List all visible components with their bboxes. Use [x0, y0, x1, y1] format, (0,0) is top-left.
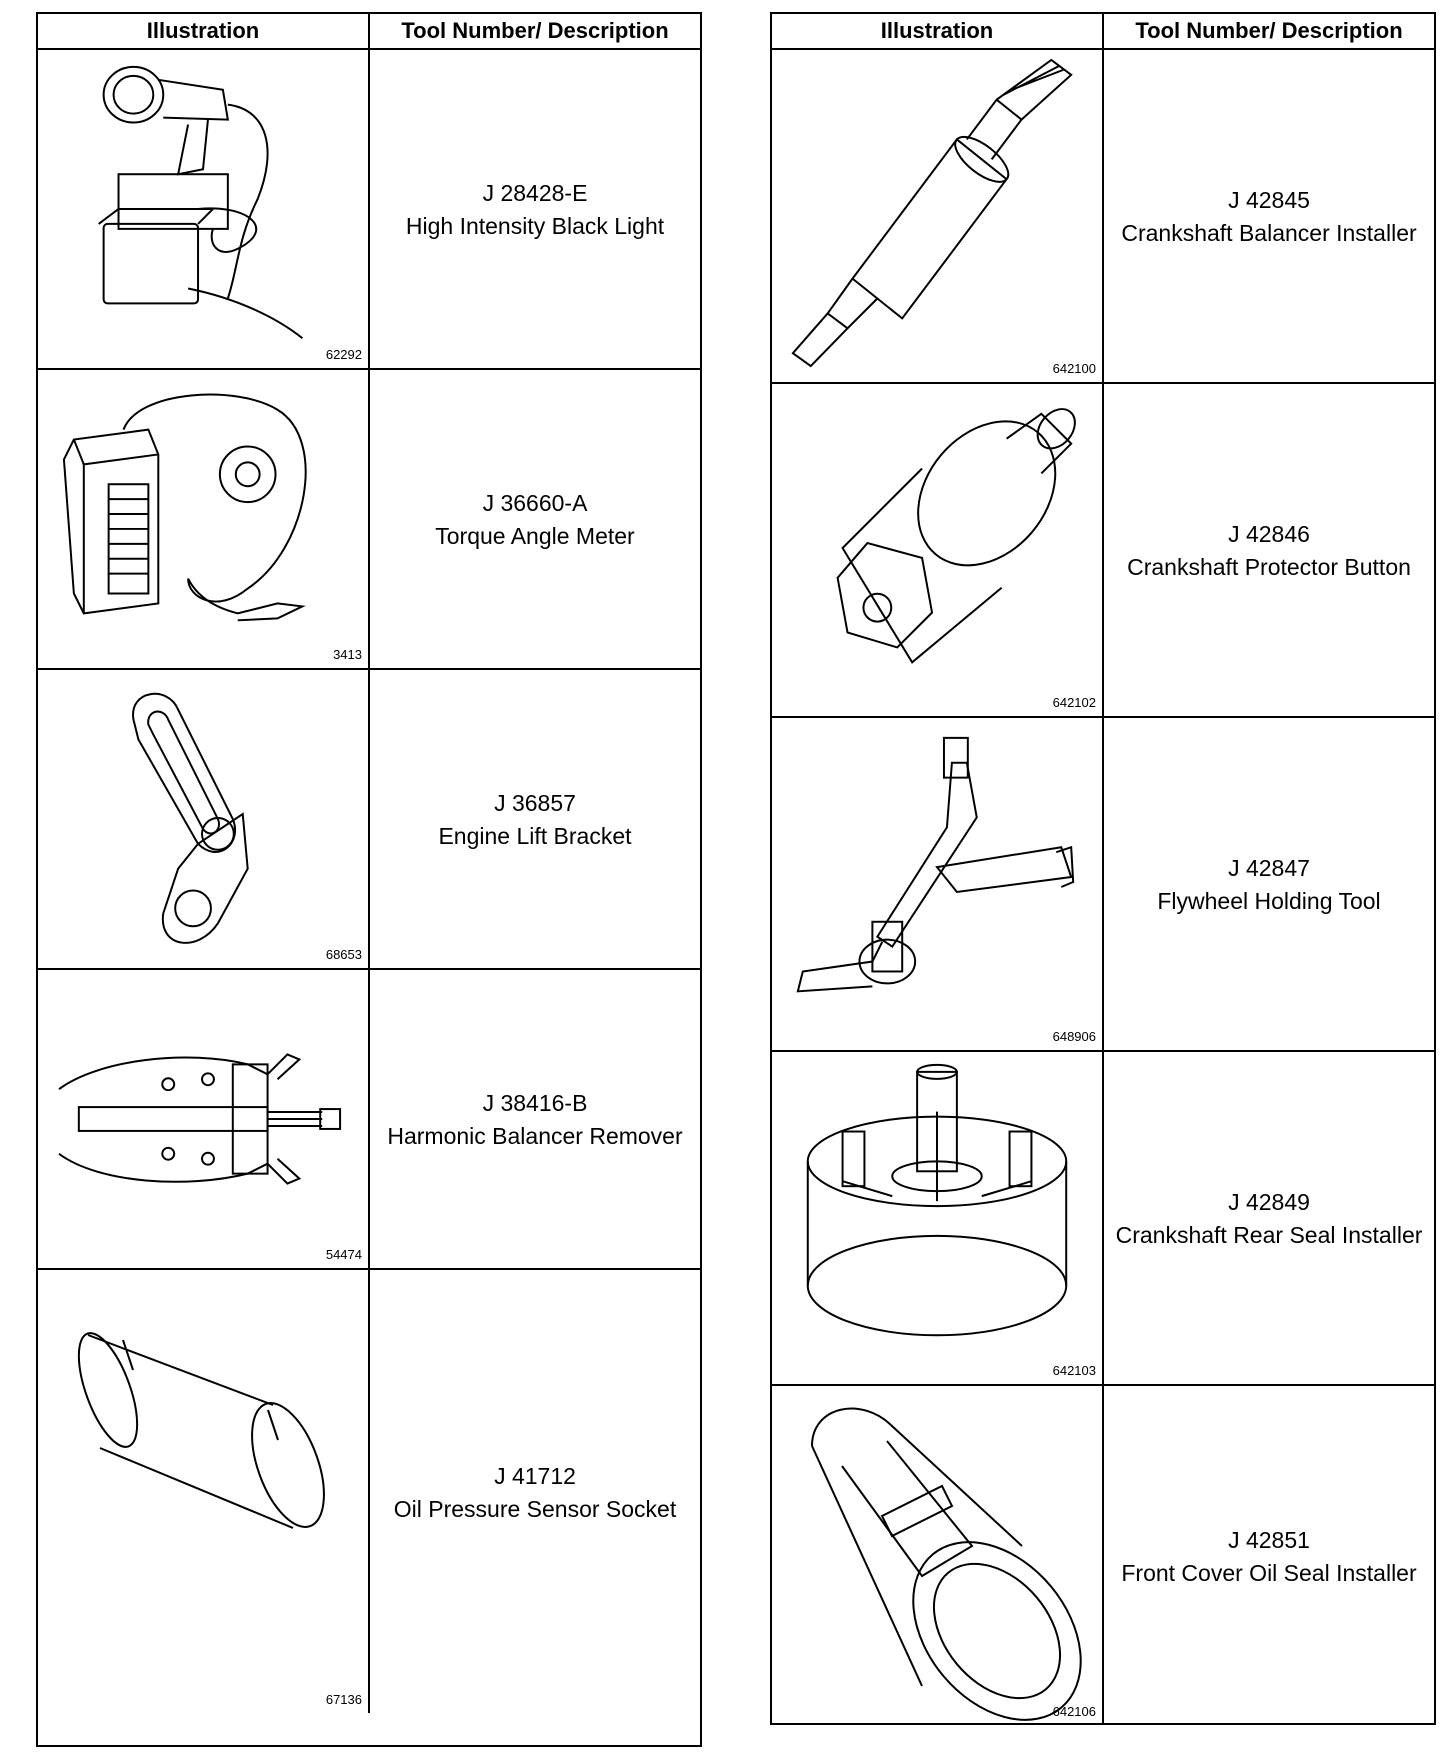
illustration-cell: 54474 [38, 970, 370, 1268]
illustration-cell: 642103 [772, 1052, 1104, 1384]
figure-number: 648906 [1052, 1029, 1096, 1044]
figure-number: 62292 [325, 347, 362, 362]
tool-number: J 36660-A [482, 490, 588, 516]
flywheel-holding-tool-icon [796, 736, 1075, 993]
tool-name: Torque Angle Meter [435, 523, 635, 549]
table-row: 642106 J 42851 Front Cover Oil Seal Inst… [772, 1386, 1434, 1725]
front-cover-seal-installer-icon [811, 1407, 1082, 1721]
tool-description: J 36660-A Torque Angle Meter [370, 370, 700, 668]
tool-name: Front Cover Oil Seal Installer [1121, 1559, 1417, 1586]
balancer-installer-icon [791, 58, 1073, 368]
tool-number: J 42849 [1228, 1189, 1310, 1215]
table-row: 648906 J 42847 Flywheel Holding Tool [772, 718, 1434, 1052]
illustration-cell: 62292 [38, 50, 370, 368]
tool-number: J 42847 [1228, 855, 1310, 881]
tool-description: J 38416-B Harmonic Balancer Remover [370, 970, 700, 1268]
protector-button-icon [836, 408, 1076, 664]
tool-number: J 42845 [1228, 187, 1310, 213]
illustration-cell: 642100 [772, 50, 1104, 382]
figure-number: 642102 [1052, 695, 1096, 710]
tool-number: J 41712 [494, 1462, 576, 1489]
tool-name: Crankshaft Protector Button [1127, 554, 1411, 580]
tool-description: J 42846 Crankshaft Protector Button [1104, 384, 1434, 716]
table-row: 54474 J 38416-B Harmonic Balancer Remove… [38, 970, 700, 1270]
table-row: 3413 J 36660-A Torque Angle Meter [38, 370, 700, 670]
left-tool-table: Illustration Tool Number/ Description 62… [36, 12, 702, 1747]
tool-description: J 42851 Front Cover Oil Seal Installer [1104, 1386, 1434, 1725]
tool-description: J 28428-E High Intensity Black Light [370, 50, 700, 368]
illustration-cell: 648906 [772, 718, 1104, 1050]
description-header: Tool Number/ Description [1135, 18, 1403, 43]
illustration-cell: 67136 [38, 1270, 370, 1713]
table-row: 68653 J 36857 Engine Lift Bracket [38, 670, 700, 970]
tool-name: Crankshaft Rear Seal Installer [1115, 1222, 1423, 1248]
illustration-header: Illustration [38, 14, 370, 48]
illustration-header: Illustration [772, 14, 1104, 48]
table-header: Illustration Tool Number/ Description [772, 14, 1434, 50]
table-row: 642100 J 42845 Crankshaft Balancer Insta… [772, 50, 1434, 384]
illustration-cell: 3413 [38, 370, 370, 668]
rear-seal-installer-icon [806, 1063, 1068, 1337]
right-tool-table: Illustration Tool Number/ Description 64… [770, 12, 1436, 1725]
torque-angle-meter-icon [62, 393, 307, 622]
tool-number: J 28428-E [482, 180, 588, 206]
tool-number: J 42851 [1228, 1526, 1310, 1553]
tool-name: Flywheel Holding Tool [1157, 888, 1381, 914]
illustration-cell: 642106 [772, 1386, 1104, 1725]
figure-number: 54474 [325, 1247, 362, 1262]
illustration-cell: 68653 [38, 670, 370, 968]
tool-description: J 42849 Crankshaft Rear Seal Installer [1104, 1052, 1434, 1384]
tool-name: High Intensity Black Light [405, 213, 665, 239]
tool-name: Harmonic Balancer Remover [387, 1123, 683, 1149]
figure-number: 642106 [1052, 1704, 1096, 1719]
tool-name: Oil Pressure Sensor Socket [393, 1495, 677, 1522]
table-row: 642103 J 42849 Crankshaft Rear Seal Inst… [772, 1052, 1434, 1386]
table-row: 62292 J 28428-E High Intensity Black Lig… [38, 50, 700, 370]
tool-description: J 36857 Engine Lift Bracket [370, 670, 700, 968]
balancer-remover-icon [58, 1053, 342, 1185]
figure-number: 68653 [325, 947, 362, 962]
figure-number: 642100 [1052, 361, 1096, 376]
tool-number: J 36857 [494, 790, 576, 816]
table-header: Illustration Tool Number/ Description [38, 14, 700, 50]
tool-name: Crankshaft Balancer Installer [1121, 220, 1417, 246]
tool-description: J 42847 Flywheel Holding Tool [1104, 718, 1434, 1050]
lift-bracket-icon [132, 692, 249, 944]
tool-number: J 38416-B [482, 1090, 588, 1116]
sensor-socket-icon [77, 1332, 325, 1529]
figure-number: 642103 [1052, 1363, 1096, 1378]
figure-number: 3413 [333, 647, 362, 662]
figure-number: 67136 [325, 1692, 362, 1707]
tool-description: J 42845 Crankshaft Balancer Installer [1104, 50, 1434, 382]
tool-number: J 42846 [1228, 521, 1310, 547]
black-light-icon [98, 65, 303, 339]
illustration-cell: 642102 [772, 384, 1104, 716]
description-header: Tool Number/ Description [401, 18, 669, 43]
table-row: 642102 J 42846 Crankshaft Protector Butt… [772, 384, 1434, 718]
tool-name: Engine Lift Bracket [438, 823, 632, 849]
